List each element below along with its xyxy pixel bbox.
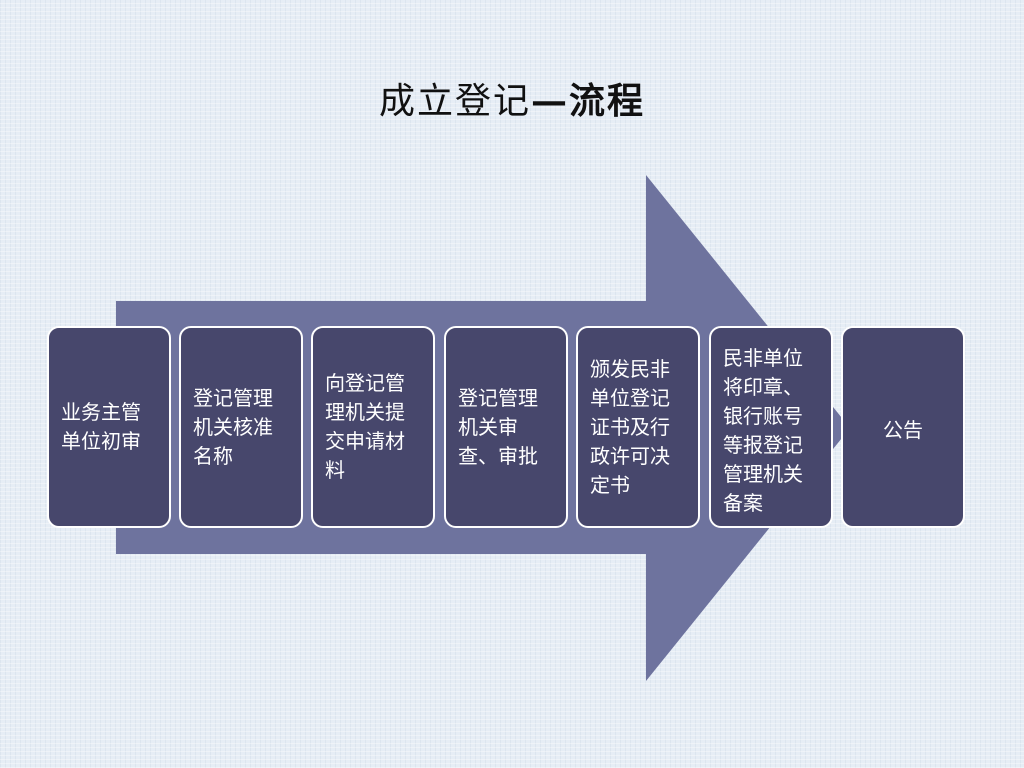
step-2-box: 登记管理机关核准名称 bbox=[179, 326, 303, 528]
step-2-label: 登记管理机关核准名称 bbox=[193, 385, 273, 468]
step-7-box: 公告 bbox=[841, 326, 965, 528]
step-6-box: 民非单位将印章、银行账号等报登记管理机关备案 bbox=[709, 326, 833, 528]
step-1-label: 业务主管单位初审 bbox=[61, 400, 141, 453]
slide-title: 成立登记—流程 bbox=[0, 72, 1024, 124]
step-5-box: 颁发民非单位登记证书及行政许可决定书 bbox=[576, 326, 700, 528]
step-4-label: 登记管理机关审查、审批 bbox=[458, 385, 538, 468]
step-7-label: 公告 bbox=[883, 418, 923, 442]
step-4-box: 登记管理机关审查、审批 bbox=[444, 326, 568, 528]
step-6-label: 民非单位将印章、银行账号等报登记管理机关备案 bbox=[723, 346, 803, 515]
step-5-label: 颁发民非单位登记证书及行政许可决定书 bbox=[590, 356, 670, 497]
step-3-box: 向登记管理机关提交申请材料 bbox=[311, 326, 435, 528]
step-1-box: 业务主管单位初审 bbox=[47, 326, 171, 528]
step-3-label: 向登记管理机关提交申请材料 bbox=[325, 371, 405, 482]
title-strong: —流程 bbox=[531, 80, 646, 122]
title-main: 成立登记 bbox=[378, 81, 531, 122]
